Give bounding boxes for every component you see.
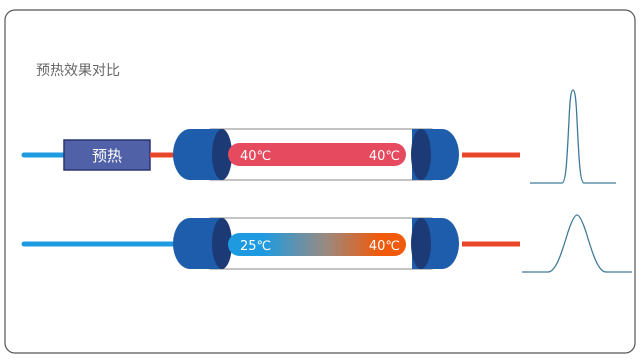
row-not-preheated: 25℃ 40℃ (21, 214, 632, 273)
inlet-temp-2: 25℃ (240, 239, 271, 254)
outlet-temp-1: 40℃ (369, 149, 400, 164)
sample-band-2 (228, 233, 406, 256)
column-cap-face-right-1 (411, 129, 431, 180)
diagram-title: 预热效果对比 (36, 63, 120, 79)
peak-sharp (530, 89, 616, 184)
column-cap-left-2 (173, 218, 222, 269)
preheater-box (63, 139, 151, 171)
peak-broad (522, 214, 632, 273)
column-cap-left-1 (173, 129, 222, 180)
preheater-label: 预热 (92, 147, 122, 165)
outlet-temp-2: 40℃ (369, 239, 400, 254)
column-cap-face-right-2 (411, 218, 431, 269)
row-preheated: 预热 40℃ 40℃ (21, 89, 616, 184)
inlet-temp-1: 40℃ (240, 149, 271, 164)
sample-band-1 (228, 143, 406, 166)
column-cap-face-left-2 (212, 218, 232, 269)
column-cap-face-left-1 (212, 129, 232, 180)
outer-frame (4, 9, 636, 354)
